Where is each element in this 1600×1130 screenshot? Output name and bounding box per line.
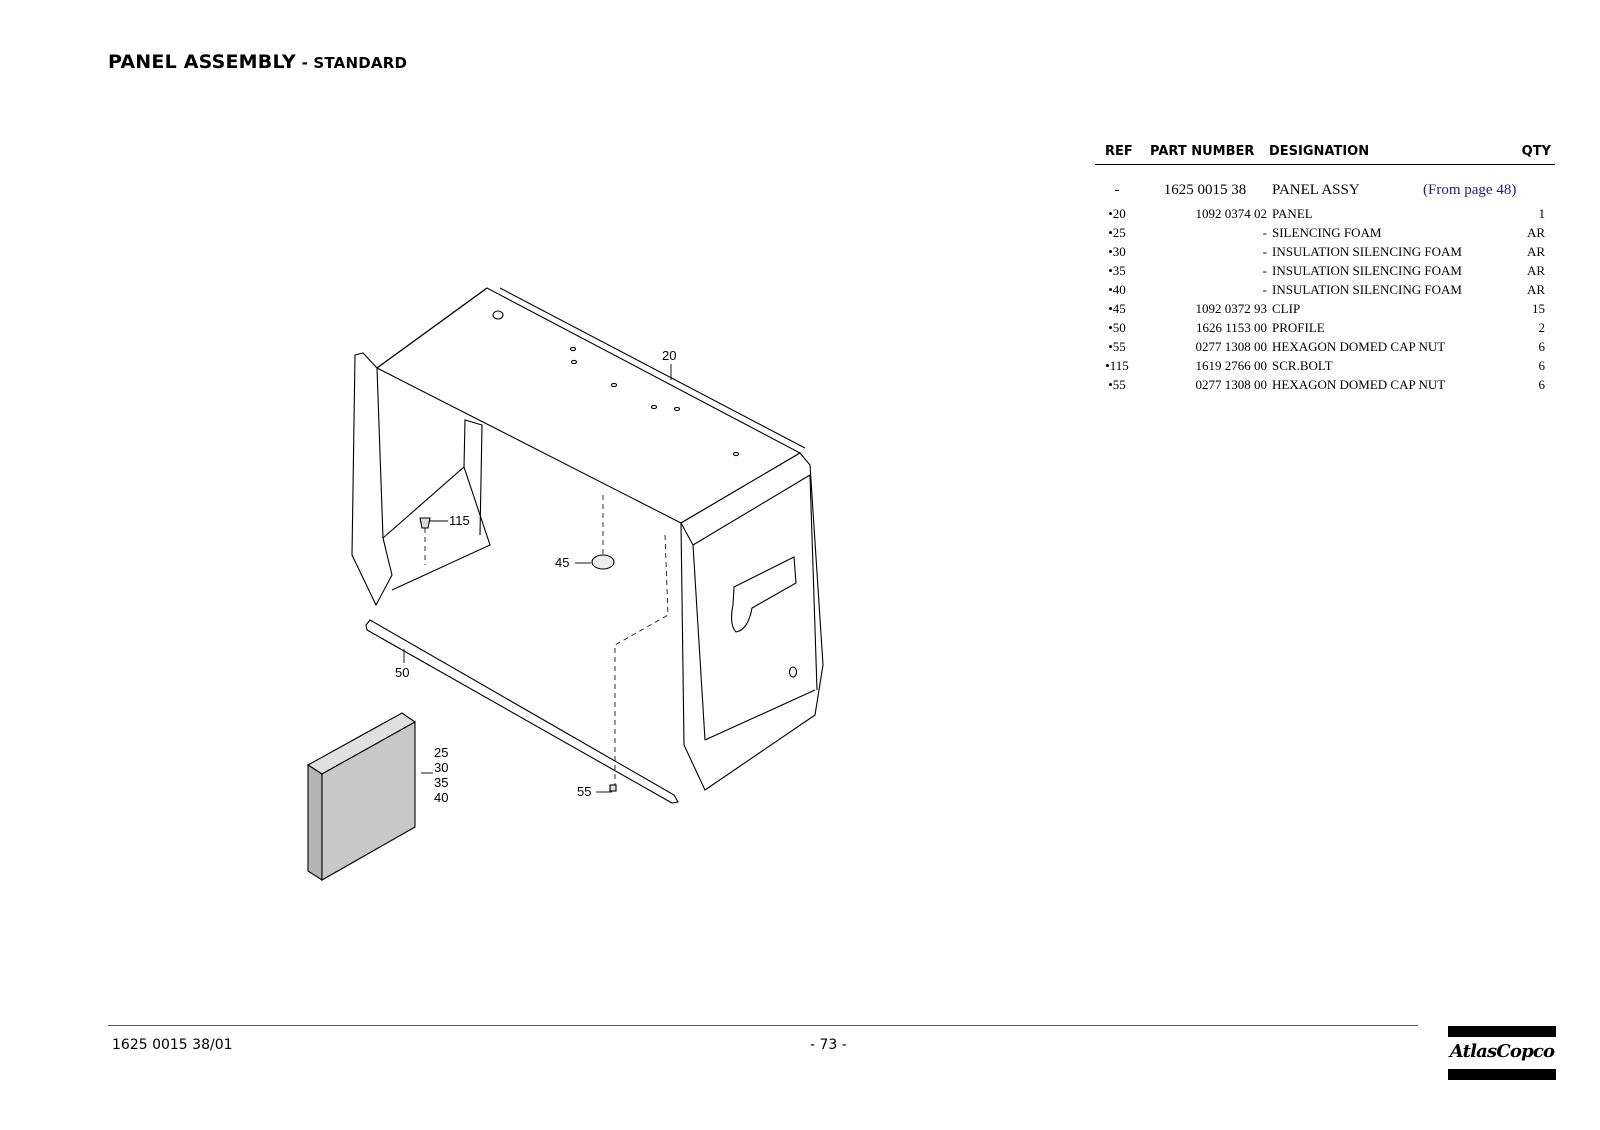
footer-divider <box>108 1025 1418 1026</box>
assembly-ref: - <box>1114 182 1120 198</box>
row-designation: INSULATION SILENCING FOAM <box>1272 282 1462 297</box>
row-qty: AR <box>1526 244 1545 259</box>
assembly-designation: PANEL ASSY <box>1272 182 1360 198</box>
row-qty: AR <box>1526 263 1545 278</box>
header-ref: REF <box>1105 144 1133 159</box>
row-qty: 15 <box>1532 301 1545 316</box>
row-part-number: 0277 1308 00 <box>1195 339 1268 354</box>
callout-45: 45 <box>555 555 569 570</box>
parts-row: •30 -INSULATION SILENCING FOAM AR <box>1095 244 1555 263</box>
assembly-part-number: 1625 0015 38 <box>1163 182 1247 198</box>
callout-115: 115 <box>449 513 470 528</box>
row-ref: •50 <box>1108 320 1126 335</box>
row-ref: •30 <box>1108 244 1126 259</box>
logo-top-bar <box>1448 1026 1556 1037</box>
row-part-number: - <box>1262 282 1267 297</box>
row-designation: PROFILE <box>1272 320 1325 335</box>
foam-front-face <box>307 763 323 882</box>
assembly-row: - 1625 0015 38 PANEL ASSY (From page 48) <box>1095 182 1555 206</box>
exploded-view-drawing: 20 115 45 50 55 25 30 35 40 <box>306 287 824 882</box>
row-part-number: 1626 1153 00 <box>1195 320 1267 335</box>
page-reference-link[interactable]: (From page 48) <box>1423 182 1517 198</box>
callout-50: 50 <box>395 665 409 680</box>
logo-wordmark: AtlasCopco <box>1449 1041 1555 1062</box>
callout-35: 35 <box>434 775 448 790</box>
header-part-number: PART NUMBER <box>1150 144 1255 159</box>
panel-left-side <box>351 352 393 607</box>
logo-bottom-bar <box>1448 1069 1556 1080</box>
header-designation: DESIGNATION <box>1269 144 1370 159</box>
footer-doc-number: 1625 0015 38/01 <box>112 1037 233 1053</box>
row-designation: INSULATION SILENCING FOAM <box>1272 263 1462 278</box>
parts-row: •20 1092 0374 02 PANEL 1 <box>1095 206 1555 225</box>
row-qty: AR <box>1526 225 1545 240</box>
bolt-part <box>419 517 431 529</box>
row-part-number: 1092 0374 02 <box>1195 206 1268 221</box>
callout-25: 25 <box>434 745 448 760</box>
parts-list: - 1625 0015 38 PANEL ASSY (From page 48)… <box>1095 182 1555 396</box>
row-ref: •55 <box>1108 339 1126 354</box>
panel-right-side <box>680 452 824 791</box>
row-qty: 1 <box>1538 206 1546 221</box>
footer-page-number: - 73 - <box>810 1037 847 1053</box>
row-part-number: - <box>1262 244 1267 259</box>
parts-row: •55 0277 1308 00 HEXAGON DOMED CAP NUT 6 <box>1095 377 1555 396</box>
callout-20: 20 <box>662 348 676 363</box>
parts-row: •55 0277 1308 00 HEXAGON DOMED CAP NUT 6 <box>1095 339 1555 358</box>
row-part-number: 1619 2766 00 <box>1195 358 1268 373</box>
row-ref: •20 <box>1108 206 1126 221</box>
row-qty: 2 <box>1538 320 1546 335</box>
row-designation: INSULATION SILENCING FOAM <box>1272 244 1462 259</box>
profile-part <box>365 619 679 804</box>
row-ref: •35 <box>1108 263 1126 278</box>
parts-row: •25 -SILENCING FOAM AR <box>1095 225 1555 244</box>
row-designation: PANEL <box>1272 206 1313 221</box>
row-qty: 6 <box>1538 377 1546 392</box>
row-ref: •55 <box>1108 377 1126 392</box>
row-qty: 6 <box>1538 358 1546 373</box>
parts-row: •40 -INSULATION SILENCING FOAM AR <box>1095 282 1555 301</box>
callout-40: 40 <box>434 790 448 805</box>
cap-nut-part <box>609 784 617 792</box>
row-designation: SCR.BOLT <box>1272 358 1333 373</box>
page-title-main: PANEL ASSEMBLY <box>108 51 296 73</box>
parts-row: •45 1092 0372 93 CLIP 15 <box>1095 301 1555 320</box>
parts-row: •35 -INSULATION SILENCING FOAM AR <box>1095 263 1555 282</box>
row-ref: •25 <box>1108 225 1126 240</box>
row-designation: HEXAGON DOMED CAP NUT <box>1272 339 1446 354</box>
row-qty: 6 <box>1538 339 1546 354</box>
row-designation: CLIP <box>1272 301 1301 316</box>
row-part-number: - <box>1262 263 1267 278</box>
row-ref: •40 <box>1108 282 1126 297</box>
header-qty: QTY <box>1521 144 1551 159</box>
row-designation: SILENCING FOAM <box>1272 225 1382 240</box>
callout-55: 55 <box>577 784 591 799</box>
row-designation: HEXAGON DOMED CAP NUT <box>1272 377 1446 392</box>
row-ref: •45 <box>1108 301 1126 316</box>
row-part-number: 1092 0372 93 <box>1195 301 1268 316</box>
page-title: PANEL ASSEMBLY - STANDARD <box>108 51 407 73</box>
parts-table-header: REF PART NUMBER DESIGNATION QTY <box>1095 142 1555 165</box>
parts-row: •115 1619 2766 00 SCR.BOLT 6 <box>1095 358 1555 377</box>
callout-30: 30 <box>434 760 448 775</box>
foam-block-part <box>321 721 416 881</box>
row-qty: AR <box>1526 282 1545 297</box>
row-ref: •115 <box>1105 358 1129 373</box>
clip-part <box>591 554 615 570</box>
row-part-number: 0277 1308 00 <box>1195 377 1268 392</box>
parts-row: •50 1626 1153 00 PROFILE 2 <box>1095 320 1555 339</box>
atlas-copco-logo: AtlasCopco <box>1448 1026 1556 1080</box>
row-part-number: - <box>1262 225 1267 240</box>
page-title-sub: - STANDARD <box>301 54 408 72</box>
